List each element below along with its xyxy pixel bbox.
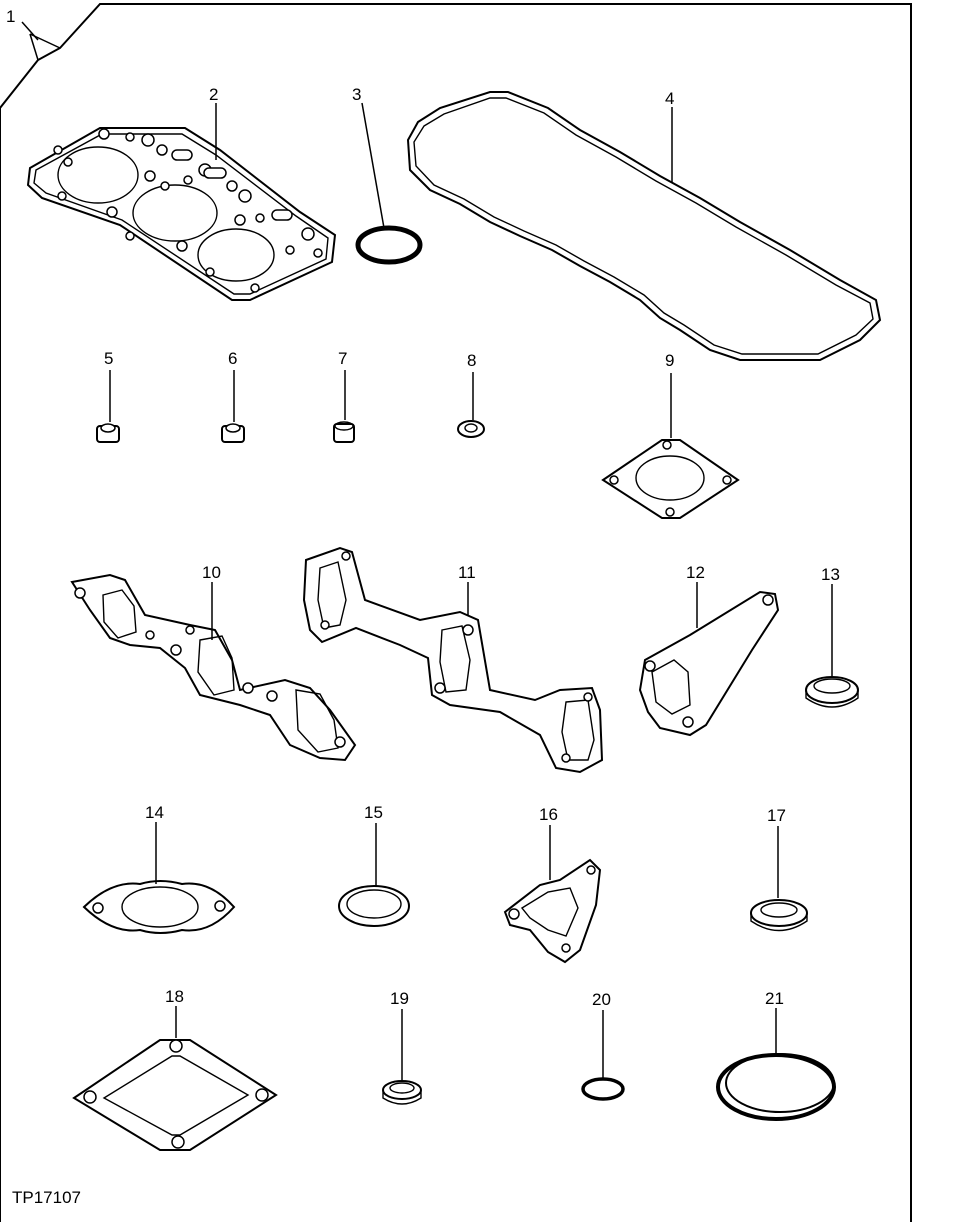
figure-id: TP17107 <box>12 1188 81 1207</box>
triangular-gasket-icon <box>638 590 780 737</box>
manifold-gasket-icon <box>302 546 604 774</box>
callout-9: 9 <box>665 351 674 370</box>
triangular-gasket-icon <box>503 858 602 964</box>
callout-18: 18 <box>165 987 184 1006</box>
callout-4: 4 <box>665 89 674 108</box>
callout-1: 1 <box>6 7 15 26</box>
callout-1-leader-b <box>29 33 61 49</box>
callout-10: 10 <box>202 563 221 582</box>
callout-11: 11 <box>458 563 476 582</box>
callout-3: 3 <box>352 85 361 104</box>
callout-16: 16 <box>539 805 558 824</box>
rocker-cover-gasket-icon <box>406 91 882 361</box>
callout-12: 12 <box>686 563 705 582</box>
o-ring-icon <box>581 1077 625 1101</box>
cylinder-head-gasket-icon <box>26 127 337 301</box>
large-o-ring-icon <box>716 1053 836 1121</box>
sealing-washer-icon <box>338 885 410 927</box>
callout-8: 8 <box>467 351 476 370</box>
callout-20: 20 <box>592 990 611 1009</box>
callout-7: 7 <box>338 349 347 368</box>
manifold-gasket-icon <box>70 573 357 762</box>
flange-gasket-icon <box>82 880 236 934</box>
washer-icon <box>457 420 485 438</box>
o-ring-icon <box>355 225 423 265</box>
callout-14: 14 <box>145 803 164 822</box>
callout-15: 15 <box>364 803 383 822</box>
callout-2: 2 <box>209 85 218 104</box>
sealing-ring-icon <box>750 899 808 932</box>
kit-frame <box>0 3 912 1222</box>
square-gasket-icon <box>72 1039 278 1151</box>
callout-1-leader-c <box>29 33 39 61</box>
callout-5: 5 <box>104 349 113 368</box>
sealing-ring-icon <box>805 676 859 708</box>
callout-19: 19 <box>390 989 409 1008</box>
flange-gasket-icon <box>601 439 740 519</box>
sealing-ring-icon <box>382 1080 422 1105</box>
valve-stem-seal-icon <box>96 423 120 443</box>
callout-17: 17 <box>767 806 786 825</box>
callout-6: 6 <box>228 349 237 368</box>
sleeve-icon <box>333 421 355 443</box>
callout-21: 21 <box>765 989 784 1008</box>
callout-3-leader <box>361 102 385 229</box>
callout-13: 13 <box>821 565 840 584</box>
valve-stem-seal-icon <box>221 423 245 443</box>
